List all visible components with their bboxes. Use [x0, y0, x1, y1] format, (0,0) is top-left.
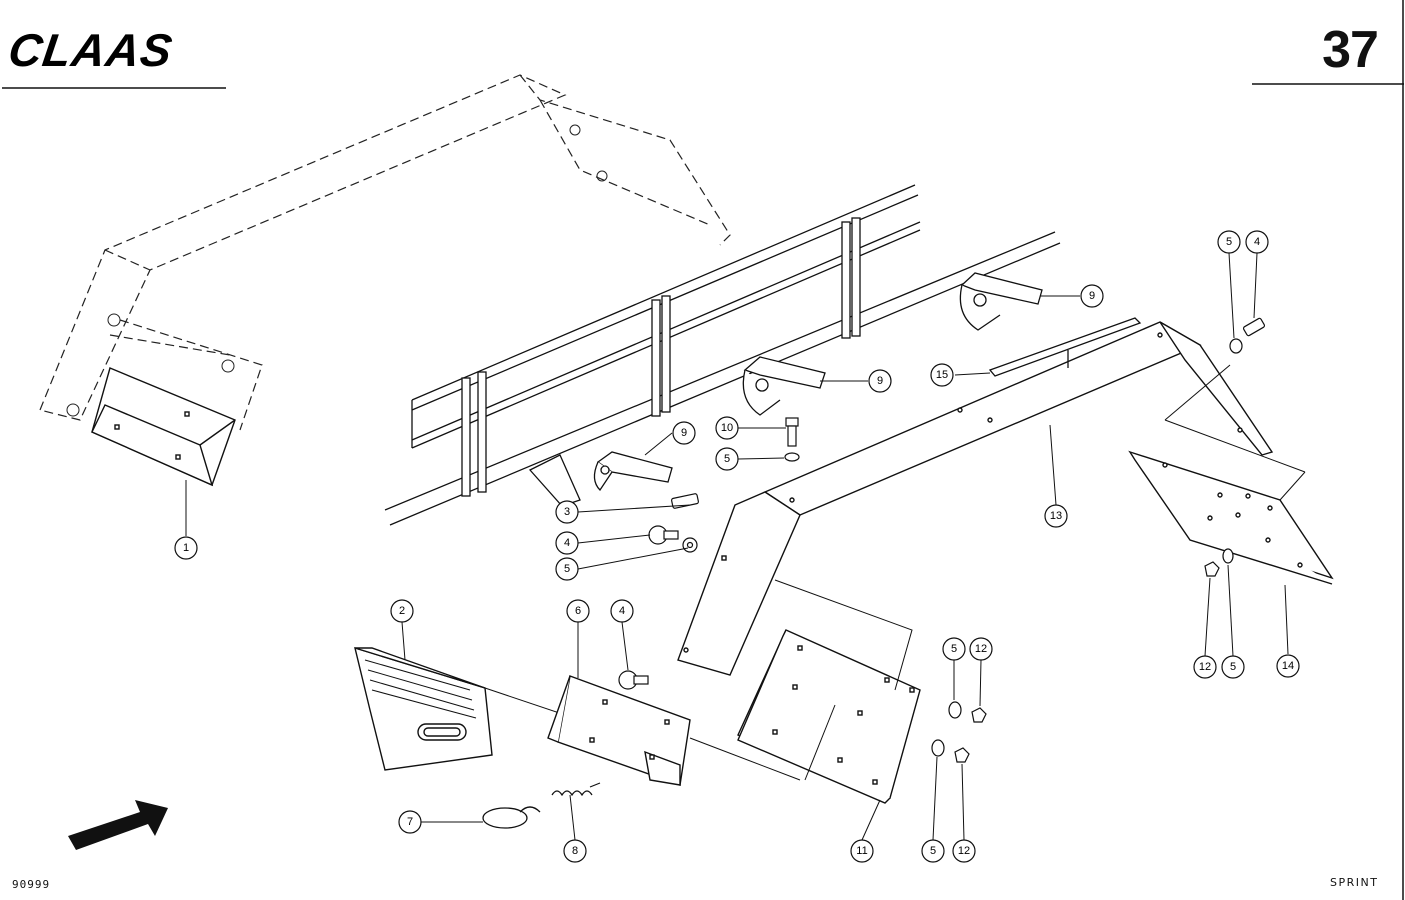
callout-9-right: 9 [1080, 284, 1104, 308]
svg-text:2: 2 [399, 605, 405, 617]
claas-logo: CLAAS [5, 24, 176, 76]
svg-text:13: 13 [1050, 510, 1062, 522]
svg-text:15: 15 [936, 369, 948, 381]
svg-text:5: 5 [951, 643, 957, 655]
callout-5-frame-right: 5 [1217, 230, 1241, 254]
callout-4-left: 4 [555, 531, 579, 555]
callout-11: 11 [850, 839, 874, 863]
callout-4-bracket: 4 [610, 599, 634, 623]
nut-12-plate-upper [971, 707, 987, 723]
svg-text:6: 6 [575, 605, 581, 617]
model-name: SPRINT [1330, 876, 1379, 889]
hanger-bracket-middle [742, 356, 826, 416]
svg-text:9: 9 [877, 375, 883, 387]
part-strip [988, 317, 1142, 377]
document-number: 90999 [12, 878, 51, 891]
svg-text:5: 5 [724, 453, 730, 465]
svg-text:CLAAS: CLAAS [5, 24, 176, 76]
callout-7: 7 [398, 810, 422, 834]
svg-text:3: 3 [564, 506, 570, 518]
part-step [354, 646, 493, 771]
washer-5-frame [1229, 338, 1243, 354]
svg-text:10: 10 [721, 422, 733, 434]
nut-12-plate-right [1204, 561, 1220, 577]
callout-14: 14 [1276, 654, 1300, 678]
part-main-frame [677, 321, 1274, 676]
direction-arrow-icon [68, 800, 168, 850]
svg-text:12: 12 [975, 643, 987, 655]
callout-5-plate-lower: 5 [921, 839, 945, 863]
svg-text:5: 5 [1226, 236, 1232, 248]
svg-text:8: 8 [572, 845, 578, 857]
part-front-plate [737, 629, 921, 804]
washer-5-plate-upper [948, 701, 962, 719]
svg-text:5: 5 [930, 845, 936, 857]
callout-9-left: 9 [672, 421, 696, 445]
callout-leaders [185, 252, 1289, 841]
svg-text:12: 12 [1199, 661, 1211, 673]
callout-9-middle: 9 [868, 369, 892, 393]
svg-text:9: 9 [1089, 290, 1095, 302]
spring-8 [551, 782, 601, 797]
svg-text:12: 12 [958, 845, 970, 857]
hanger-bracket-right [959, 272, 1043, 331]
frame-uprights [461, 217, 861, 497]
svg-text:1: 1 [183, 542, 189, 554]
callout-12-plate-lower: 12 [952, 839, 976, 863]
pin-7 [482, 806, 541, 829]
nut-12-plate-lower [954, 747, 970, 763]
svg-text:4: 4 [1254, 236, 1260, 248]
callout-2: 2 [390, 599, 414, 623]
leader-lines-front-plate [774, 579, 913, 781]
washer-5a [682, 537, 698, 553]
callout-5-plate-upper: 5 [942, 637, 966, 661]
bolt-4-frame [1242, 317, 1266, 337]
svg-text:9: 9 [681, 427, 687, 439]
callout-6: 6 [566, 599, 590, 623]
callout-12-plate-right: 12 [1193, 655, 1217, 679]
callout-13: 13 [1044, 504, 1068, 528]
page-number: 37 [1322, 21, 1379, 79]
svg-text:4: 4 [619, 605, 625, 617]
svg-text:5: 5 [1230, 661, 1236, 673]
svg-text:5: 5 [564, 563, 570, 575]
part-right-plate [1128, 450, 1334, 585]
callout-3: 3 [555, 500, 579, 524]
callout-15: 15 [930, 363, 954, 387]
callout-12-plate-upper: 12 [969, 637, 993, 661]
dashed-bin-outline [39, 74, 731, 431]
callout-8: 8 [563, 839, 587, 863]
dashed-outline-holes [66, 124, 608, 417]
leader-bracket-box [689, 737, 801, 781]
hanger-bracket-left [528, 451, 673, 507]
leader-lines-plate [1164, 364, 1306, 501]
washer-5-plate-right [1222, 548, 1234, 564]
bolt-10 [785, 417, 799, 447]
callout-1: 1 [174, 536, 198, 560]
part-bracket-box [547, 675, 691, 786]
callout-5-bolt: 5 [715, 447, 739, 471]
part-cover-box [91, 367, 236, 487]
washer-5b [784, 452, 800, 462]
bolt-3 [671, 493, 699, 509]
svg-text:4: 4 [564, 537, 570, 549]
washer-5-plate-lower [931, 739, 945, 757]
callout-5-left: 5 [555, 557, 579, 581]
callout-4-frame-right: 4 [1245, 230, 1269, 254]
carriage-bolt-4b [618, 670, 649, 690]
svg-text:11: 11 [856, 845, 867, 857]
carriage-bolt-4a [648, 525, 679, 545]
svg-text:7: 7 [407, 816, 413, 828]
callout-5-plate-right: 5 [1221, 655, 1245, 679]
callout-10: 10 [715, 416, 739, 440]
svg-text:14: 14 [1282, 660, 1294, 672]
